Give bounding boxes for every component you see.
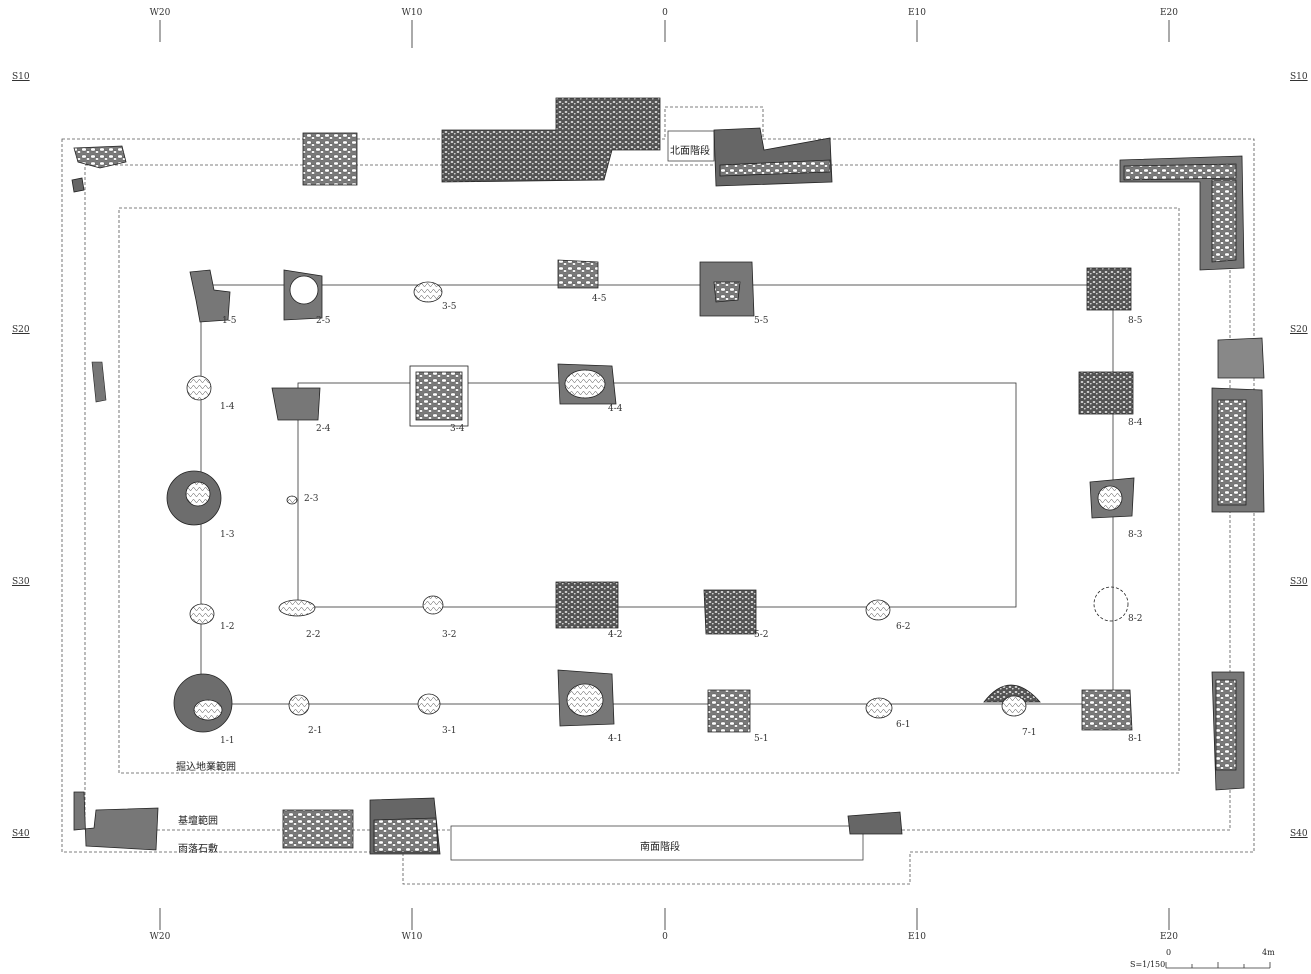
posthole-1-4 [186,375,212,401]
south-steps-label: 南面階段 [640,842,680,853]
posthole-label: 4-2 [608,630,623,640]
posthole-label: 8-2 [1128,614,1143,624]
posthole-5-1 [707,689,751,733]
posthole-label: 5-5 [754,316,769,326]
posthole-label: 1-2 [220,622,235,632]
grid-label-bottom: E10 [907,932,927,942]
north-paving [71,97,1245,271]
grid-label-right: S20 [1290,325,1308,335]
posthole-label: 1-4 [220,402,235,412]
posthole-label: 8-5 [1128,316,1143,326]
posthole-2-3 [286,495,298,505]
grid-label-left: S20 [12,325,30,335]
posthole-label: 2-2 [306,630,321,640]
grid-label-top: W10 [401,8,423,18]
drip-paving-label: 雨落石敷 [178,844,218,855]
excavation-range-label: 掘込地業範囲 [176,762,236,773]
posthole-label: 2-5 [316,316,331,326]
posthole-label: 5-2 [754,630,769,640]
posthole-2-1 [288,694,310,716]
posthole-label: 1-5 [222,316,237,326]
posthole-5-2 [703,589,757,635]
grid-label-right: S30 [1290,577,1308,587]
scale-zero: 0 [1166,948,1172,957]
posthole-label: 4-5 [592,294,607,304]
posthole-8-1 [1081,689,1133,731]
posthole-6-2 [865,599,891,621]
grid-label-top: 0 [662,8,668,18]
posthole-label: 3-2 [442,630,457,640]
posthole-label: 1-3 [220,530,235,540]
posthole-label: 2-4 [316,424,331,434]
platform-outlines [61,106,1255,885]
column-lines [200,284,1114,705]
posthole-label: 7-1 [1022,728,1037,738]
grid-label-top: E20 [1159,8,1179,18]
posthole-1-5 [189,269,231,323]
west-paving [91,361,107,403]
posthole-3-2 [422,595,444,615]
grid-label-left: S10 [12,72,30,82]
grid-label-right: S10 [1290,72,1308,82]
scale-max: 4m [1262,948,1275,957]
postholes [166,259,1135,733]
posthole-3-5 [413,281,443,303]
north-steps-outline [667,130,715,162]
east-paving [1211,337,1265,791]
grid-label-bottom: W10 [401,932,423,942]
scale-legend: 0 4m S=1/150 [1130,948,1280,972]
grid-label-top: W20 [149,8,171,18]
grid-label-bottom: E20 [1159,932,1179,942]
posthole-1-2 [189,603,215,625]
posthole-label: 4-1 [608,734,623,744]
posthole-label: 3-5 [442,302,457,312]
posthole-label: 2-3 [304,494,319,504]
posthole-label: 6-2 [896,622,911,632]
posthole-label: 3-1 [442,726,457,736]
posthole-4-5 [557,259,599,289]
posthole-label: 3-4 [450,424,465,434]
posthole-2-2 [278,599,316,617]
posthole-label: 8-3 [1128,530,1143,540]
south-paving [73,791,903,855]
grid-ticks [159,20,1170,930]
scale-bar [1165,962,1271,969]
grid-label-bottom: 0 [662,932,668,942]
posthole-label: 8-4 [1128,418,1143,428]
posthole-4-2 [555,581,619,629]
posthole-label: 5-1 [754,734,769,744]
posthole-label: 4-4 [608,404,623,414]
grid-label-left: S40 [12,829,30,839]
posthole-label: 6-1 [896,720,911,730]
posthole-3-4 [415,371,463,421]
south-steps-outline [450,825,864,861]
grid-label-left: S30 [12,577,30,587]
posthole-3-1 [417,693,441,715]
posthole-label: 1-1 [220,736,235,746]
posthole-7-1 [983,684,1041,703]
posthole-8-5 [1086,267,1132,311]
posthole-6-1 [865,697,893,719]
posthole-8-2 [1093,586,1129,622]
grid-label-top: E10 [907,8,927,18]
grid-label-right: S40 [1290,829,1308,839]
posthole-label: 8-1 [1128,734,1143,744]
posthole-label: 2-1 [308,726,323,736]
posthole-2-4 [271,387,321,421]
north-steps-label: 北面階段 [670,146,710,157]
platform-range-label: 基壇範囲 [178,816,218,827]
posthole-8-4 [1078,371,1134,415]
grid-label-bottom: W20 [149,932,171,942]
scale-ratio: S=1/150 [1130,960,1166,969]
